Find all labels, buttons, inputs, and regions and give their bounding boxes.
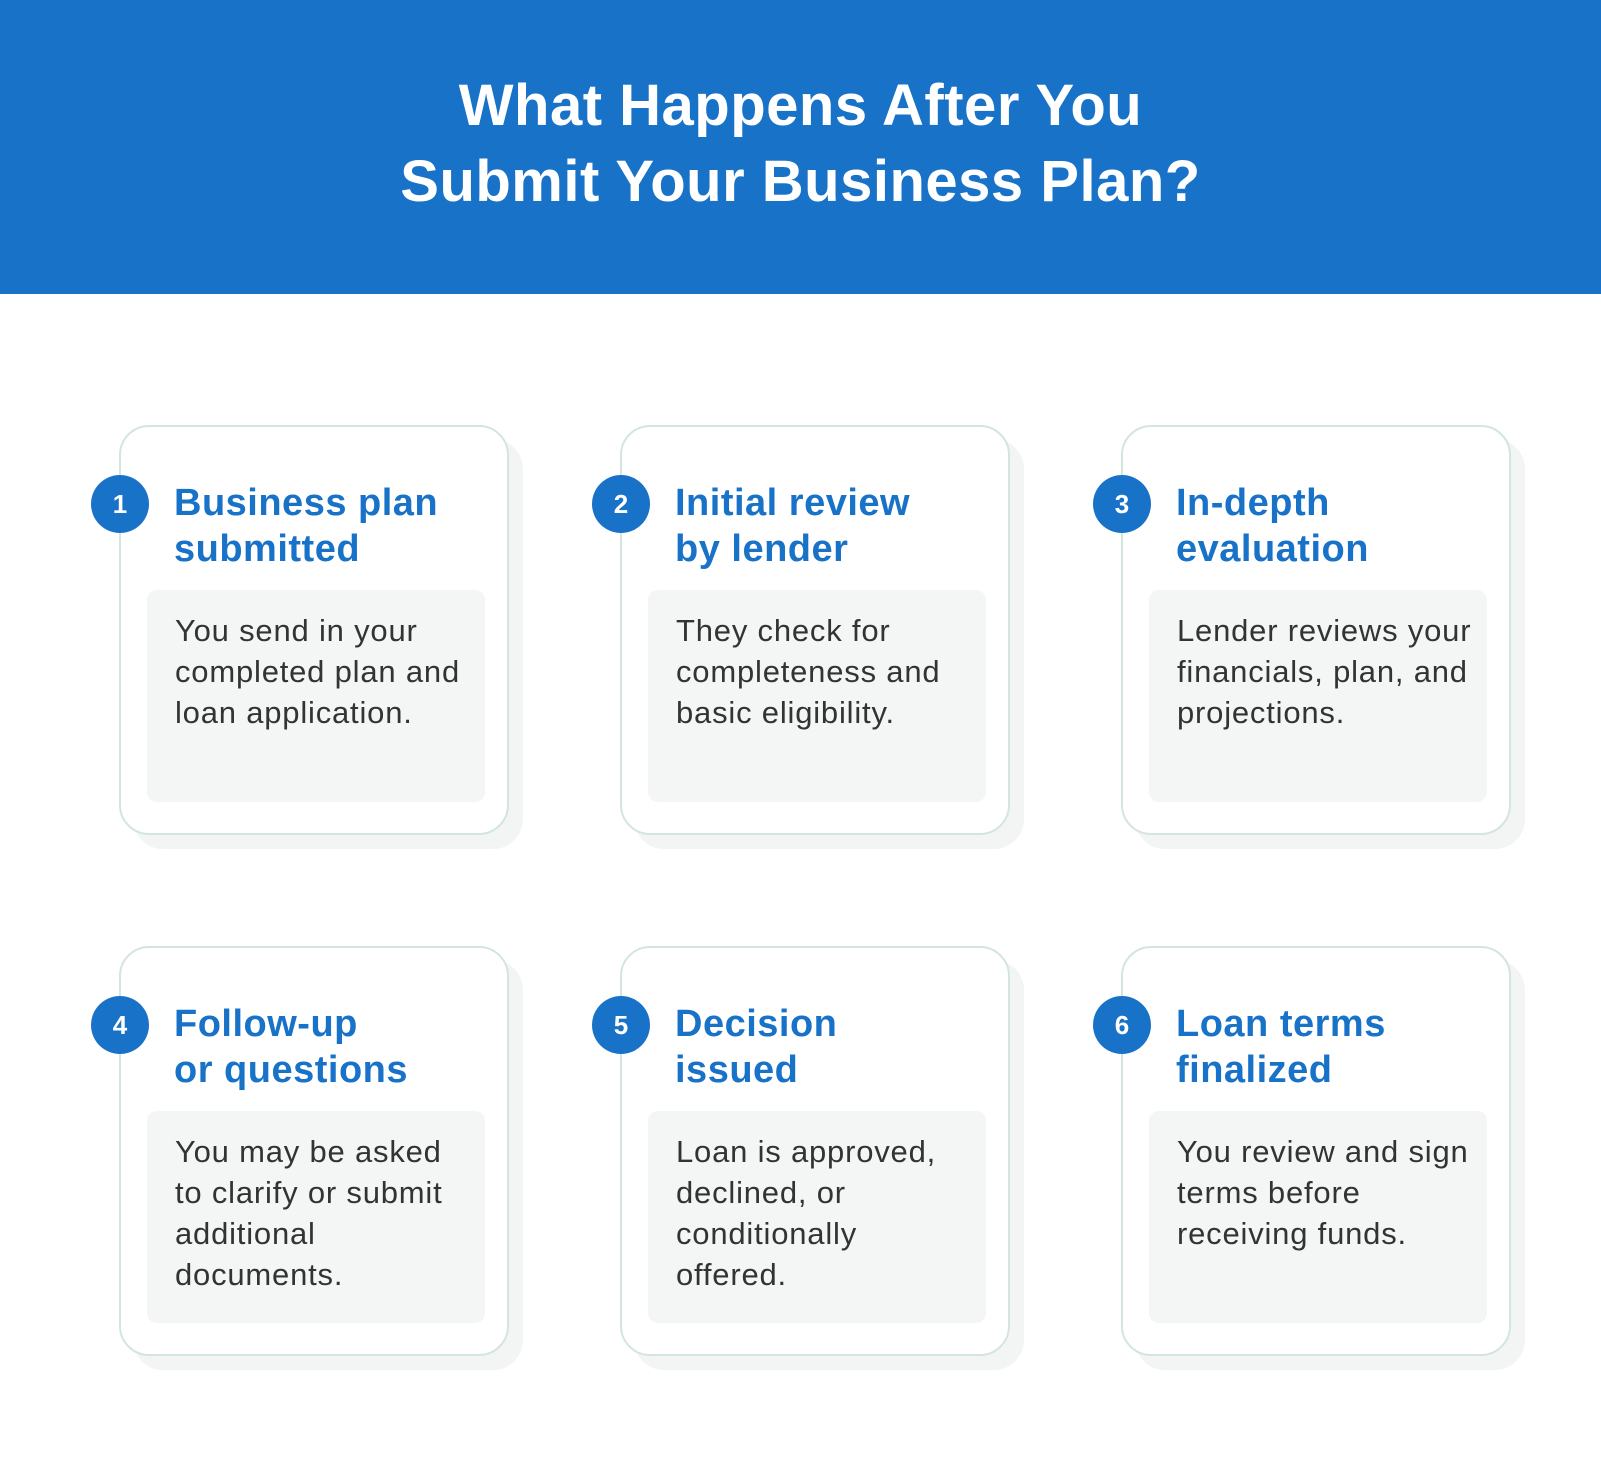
card-panel: 6 Loan terms finalized You review and si… <box>1093 946 1511 1356</box>
card-panel: 2 Initial review by lender They check fo… <box>592 425 1010 835</box>
step-title-line-1: Decision <box>675 1003 838 1045</box>
step-title: Initial review by lender <box>675 480 995 572</box>
step-card-5: 5 Decision issued Loan is approved, decl… <box>592 946 1024 1370</box>
card-panel: 1 Business plan submitted You send in yo… <box>91 425 509 835</box>
step-description-panel: You review and sign terms before receivi… <box>1149 1111 1487 1323</box>
step-title-line-1: Follow-up <box>174 1003 358 1045</box>
step-title-line-2: evaluation <box>1176 528 1369 570</box>
step-description: You may be asked to clarify or submit ad… <box>175 1134 443 1292</box>
step-title-line-1: Business plan <box>174 482 439 524</box>
step-description-panel: You send in your completed plan and loan… <box>147 590 485 802</box>
step-number-badge: 1 <box>91 475 149 533</box>
step-card-6: 6 Loan terms finalized You review and si… <box>1093 946 1525 1370</box>
page-title-line-2: Submit Your Business Plan? <box>400 149 1201 214</box>
step-title: Follow-up or questions <box>174 1001 494 1093</box>
step-description: They check for completeness and basic el… <box>676 613 941 730</box>
card-panel: 3 In-depth evaluation Lender reviews you… <box>1093 425 1511 835</box>
step-title-line-1: Initial review <box>675 482 911 524</box>
step-description: Lender reviews your financials, plan, an… <box>1177 613 1472 730</box>
step-title-line-1: Loan terms <box>1176 1003 1386 1045</box>
step-number-badge: 3 <box>1093 475 1151 533</box>
step-description-panel: Lender reviews your financials, plan, an… <box>1149 590 1487 802</box>
step-description: You send in your completed plan and loan… <box>175 613 460 730</box>
step-number-badge: 4 <box>91 996 149 1054</box>
step-description: You review and sign terms before receivi… <box>1177 1134 1469 1251</box>
step-description-panel: They check for completeness and basic el… <box>648 590 986 802</box>
step-title-line-2: or questions <box>174 1049 409 1091</box>
step-card-2: 2 Initial review by lender They check fo… <box>592 425 1024 849</box>
step-title-line-2: by lender <box>675 528 849 570</box>
step-description-panel: Loan is approved, declined, or condition… <box>648 1111 986 1323</box>
step-number-badge: 6 <box>1093 996 1151 1054</box>
step-title-line-2: submitted <box>174 528 361 570</box>
step-title: In-depth evaluation <box>1176 480 1496 572</box>
step-number-badge: 2 <box>592 475 650 533</box>
page-title-line-1: What Happens After You <box>458 73 1143 138</box>
page-title: What Happens After You Submit Your Busin… <box>400 68 1200 220</box>
step-title-line-1: In-depth <box>1176 482 1330 524</box>
step-title-line-2: finalized <box>1176 1049 1333 1091</box>
step-title: Loan terms finalized <box>1176 1001 1496 1093</box>
step-title: Business plan submitted <box>174 480 494 572</box>
step-description: Loan is approved, declined, or condition… <box>676 1134 937 1292</box>
header-banner: What Happens After You Submit Your Busin… <box>0 0 1601 294</box>
step-card-1: 1 Business plan submitted You send in yo… <box>91 425 523 849</box>
card-panel: 4 Follow-up or questions You may be aske… <box>91 946 509 1356</box>
step-title: Decision issued <box>675 1001 995 1093</box>
card-panel: 5 Decision issued Loan is approved, decl… <box>592 946 1010 1356</box>
step-card-4: 4 Follow-up or questions You may be aske… <box>91 946 523 1370</box>
step-title-line-2: issued <box>675 1049 799 1091</box>
step-description-panel: You may be asked to clarify or submit ad… <box>147 1111 485 1323</box>
step-number-badge: 5 <box>592 996 650 1054</box>
step-card-3: 3 In-depth evaluation Lender reviews you… <box>1093 425 1525 849</box>
